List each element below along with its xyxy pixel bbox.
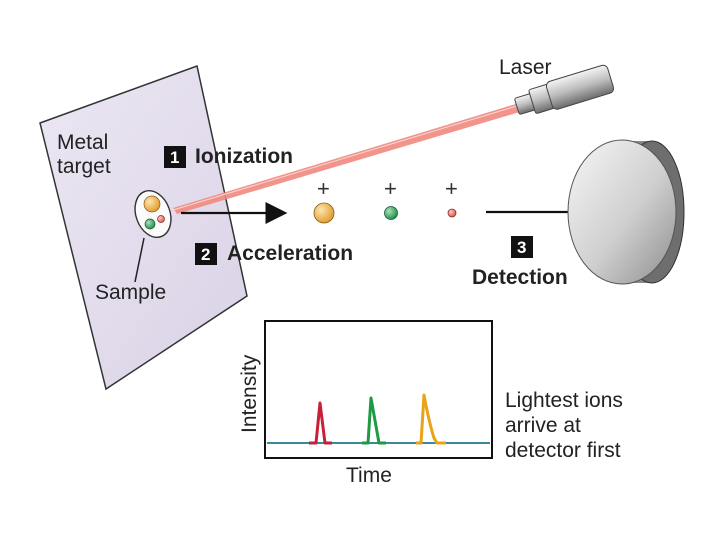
step3-number: 3 bbox=[517, 238, 526, 257]
step1-number: 1 bbox=[170, 148, 179, 167]
ion-charge-3: + bbox=[445, 176, 458, 201]
peak-orange bbox=[416, 393, 446, 445]
peak-red bbox=[309, 401, 332, 445]
note-line3: detector first bbox=[505, 439, 621, 462]
sample-label: Sample bbox=[95, 281, 166, 304]
peak-green bbox=[362, 396, 386, 445]
step2-number: 2 bbox=[201, 245, 210, 264]
step1-label: Ionization bbox=[195, 145, 293, 168]
ion-charge-1: + bbox=[317, 176, 330, 201]
step2-badge bbox=[195, 243, 217, 265]
ion-large bbox=[313, 202, 335, 224]
ion-small bbox=[447, 208, 457, 218]
ion-charge-2: + bbox=[384, 176, 397, 201]
ion-medium bbox=[384, 206, 398, 220]
metal-target-label-line2: target bbox=[57, 155, 111, 178]
y-axis-label: Intensity bbox=[238, 354, 261, 433]
note-line2: arrive at bbox=[505, 414, 581, 437]
step1-badge bbox=[164, 146, 186, 168]
laser-label: Laser bbox=[499, 56, 552, 79]
step3-badge bbox=[511, 236, 533, 258]
spectrum-plot bbox=[264, 320, 493, 459]
sample-spot bbox=[134, 190, 172, 238]
step2-label: Acceleration bbox=[227, 242, 353, 265]
step3-label: Detection bbox=[472, 266, 568, 289]
x-axis-label: Time bbox=[346, 464, 392, 487]
note-line1: Lightest ions bbox=[505, 389, 623, 412]
laser-icon bbox=[514, 64, 615, 115]
laser-beam bbox=[172, 103, 523, 214]
detector-disk-icon bbox=[567, 139, 685, 285]
sample-pointer-line bbox=[134, 237, 145, 283]
metal-target-label-line1: Metal bbox=[57, 131, 108, 154]
